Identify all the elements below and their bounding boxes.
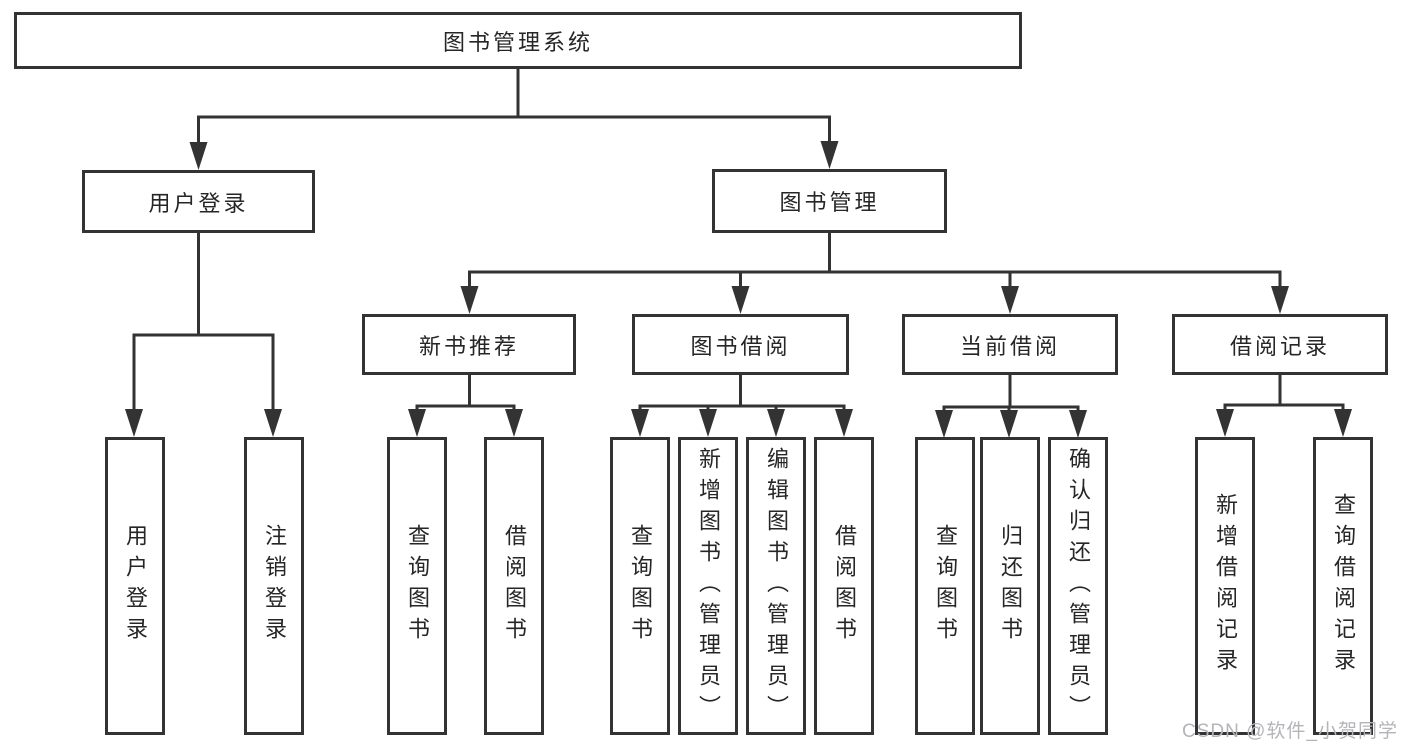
leaf-borrow-edit-books-admin: 编辑图书（管理员）: [746, 437, 806, 735]
connector-book-management: [460, 231, 1289, 314]
node-library-system: 图书管理系统: [14, 12, 1022, 69]
csdn-watermark: CSDN @软件_小贺同学: [1182, 721, 1398, 742]
leaf-user-login: 用户登录: [105, 437, 165, 735]
connector-root: [189, 67, 839, 170]
branch-current-borrow: 当前借阅: [902, 314, 1118, 375]
leaf-current-confirm-return-admin: 确认归还（管理员）: [1048, 437, 1108, 735]
leaf-records-query-record: 查询借阅记录: [1313, 437, 1373, 735]
leaf-borrow-add-books-admin: 新增图书（管理员）: [678, 437, 738, 735]
leaf-current-query-books: 查询图书: [915, 437, 975, 735]
leaf-recommend-query-books: 查询图书: [387, 437, 447, 735]
leaf-logout: 注销登录: [244, 437, 304, 735]
branch-borrow-records: 借阅记录: [1172, 314, 1388, 375]
branch-book-borrow: 图书借阅: [632, 314, 849, 375]
connector-new-book-recommend: [408, 373, 523, 437]
branch-new-book-recommend: 新书推荐: [362, 314, 576, 375]
connector-borrow-records: [1216, 373, 1352, 437]
leaf-recommend-borrow-books: 借阅图书: [484, 437, 544, 735]
branch-user-login: 用户登录: [82, 170, 315, 233]
branch-book-management: 图书管理: [712, 169, 947, 233]
leaf-records-add-record: 新增借阅记录: [1195, 437, 1255, 735]
connector-user-login: [125, 231, 282, 437]
leaf-borrow-borrow-books: 借阅图书: [814, 437, 874, 735]
connector-book-borrow: [631, 373, 853, 437]
connector-current-borrow: [935, 373, 1087, 438]
leaf-borrow-query-books: 查询图书: [610, 437, 670, 735]
leaf-current-return-books: 归还图书: [980, 437, 1040, 735]
